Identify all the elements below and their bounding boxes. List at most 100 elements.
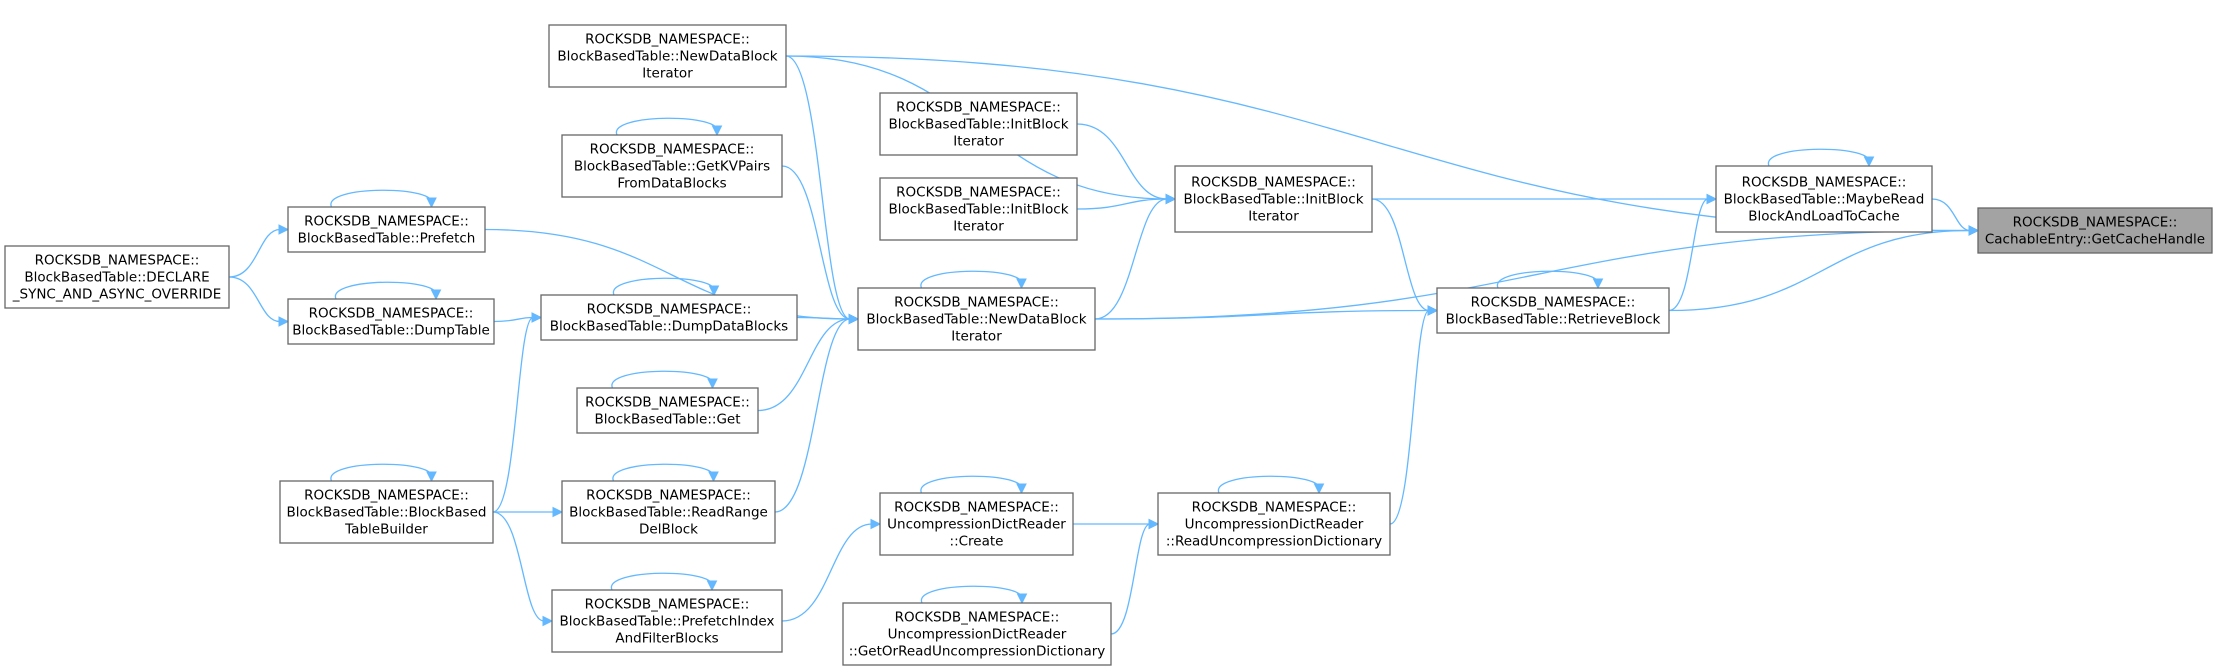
node-label-line: BlockBasedTable::InitBlock xyxy=(888,202,1068,218)
node-label-line: ROCKSDB_NAMESPACE:: xyxy=(894,500,1059,516)
node-new-data-block-iterator-top[interactable]: ROCKSDB_NAMESPACE::BlockBasedTable::NewD… xyxy=(548,24,787,88)
node-label-line: BlockBasedTable::RetrieveBlock xyxy=(1446,312,1661,328)
node-label-line: AndFilterBlocks xyxy=(615,631,718,647)
call-edge xyxy=(1218,475,1320,494)
node-init-block-iterator[interactable]: ROCKSDB_NAMESPACE::BlockBasedTable::Init… xyxy=(1174,165,1373,233)
node-maybe-read-block-and-load-to-cache[interactable]: ROCKSDB_NAMESPACE::BlockBasedTable::Mayb… xyxy=(1715,165,1933,233)
node-label-line: ROCKSDB_NAMESPACE:: xyxy=(585,597,750,613)
node-label-line: FromDataBlocks xyxy=(617,176,726,192)
node-box[interactable] xyxy=(842,602,1112,666)
call-edge xyxy=(1389,309,1430,525)
node-read-range-del-block[interactable]: ROCKSDB_NAMESPACE::BlockBasedTable::Read… xyxy=(561,480,776,544)
node-box[interactable] xyxy=(540,294,798,341)
arrowhead-icon xyxy=(1016,483,1027,495)
node-box[interactable] xyxy=(1157,492,1391,556)
call-edge xyxy=(1668,229,1971,312)
node-label-line: ROCKSDB_NAMESPACE:: xyxy=(586,488,751,504)
node-init-block-iterator-3[interactable]: ROCKSDB_NAMESPACE::BlockBasedTable::Init… xyxy=(879,177,1078,241)
node-retrieve-block[interactable]: ROCKSDB_NAMESPACE::BlockBasedTable::Retr… xyxy=(1436,287,1670,334)
call-edge xyxy=(781,523,873,622)
node-declare-sync-and-async-override[interactable]: ROCKSDB_NAMESPACE::BlockBasedTable::DECL… xyxy=(4,245,230,309)
node-label-line: ROCKSDB_NAMESPACE:: xyxy=(304,488,469,504)
call-edge xyxy=(1076,123,1168,200)
call-edge xyxy=(1931,198,1971,232)
node-box[interactable] xyxy=(1977,207,2213,254)
node-label-line: UncompressionDictReader xyxy=(1185,517,1364,533)
node-label-line: BlockBasedTable::InitBlock xyxy=(1183,192,1363,208)
node-box[interactable] xyxy=(287,206,486,253)
node-box[interactable] xyxy=(551,589,783,653)
node-label-line: BlockBasedTable::NewDataBlock xyxy=(866,312,1086,328)
node-label-line: ROCKSDB_NAMESPACE:: xyxy=(894,295,1059,311)
call-edge xyxy=(228,228,281,278)
call-edge xyxy=(335,281,437,300)
call-edge xyxy=(330,189,433,208)
node-box[interactable] xyxy=(561,480,776,544)
node-box[interactable] xyxy=(279,480,494,544)
node-read-uncompression-dictionary[interactable]: ROCKSDB_NAMESPACE::UncompressionDictRead… xyxy=(1157,492,1391,556)
node-box[interactable] xyxy=(1715,165,1933,233)
node-label-line: Iterator xyxy=(953,134,1004,150)
node-prefetch-index-and-filter-blocks[interactable]: ROCKSDB_NAMESPACE::BlockBasedTable::Pref… xyxy=(551,589,783,653)
node-label-line: ROCKSDB_NAMESPACE:: xyxy=(35,253,200,269)
node-block-based-table-builder[interactable]: ROCKSDB_NAMESPACE::BlockBasedTable::Bloc… xyxy=(279,480,494,544)
node-label-line: ROCKSDB_NAMESPACE:: xyxy=(1191,175,1356,191)
node-init-block-iterator-2[interactable]: ROCKSDB_NAMESPACE::BlockBasedTable::Init… xyxy=(879,92,1078,156)
node-label-line: BlockBasedTable::DECLARE xyxy=(24,270,209,286)
arrowhead-icon xyxy=(1016,593,1028,605)
node-dump-data-blocks[interactable]: ROCKSDB_NAMESPACE::BlockBasedTable::Dump… xyxy=(540,294,798,341)
arrowhead-icon xyxy=(708,285,720,297)
arrowhead-icon xyxy=(707,378,718,390)
node-label-line: CachableEntry::GetCacheHandle xyxy=(1985,232,2205,248)
node-label-line: BlockBasedTable::NewDataBlock xyxy=(557,49,777,65)
node-label-line: ROCKSDB_NAMESPACE:: xyxy=(1192,500,1357,516)
arrowhead-icon xyxy=(430,289,442,301)
node-box[interactable] xyxy=(548,24,787,88)
node-label-line: ROCKSDB_NAMESPACE:: xyxy=(309,306,474,322)
node-label-line: Iterator xyxy=(951,329,1002,345)
arrowhead-icon xyxy=(1863,156,1875,168)
call-edge xyxy=(611,572,713,591)
call-edge xyxy=(492,511,545,622)
node-new-data-block-iterator-mid[interactable]: ROCKSDB_NAMESPACE::BlockBasedTable::NewD… xyxy=(857,287,1096,351)
node-prefetch[interactable]: ROCKSDB_NAMESPACE::BlockBasedTable::Pref… xyxy=(287,206,486,253)
node-label-line: BlockBasedTable::DumpDataBlocks xyxy=(550,319,788,335)
node-get-or-read-uncompression-dictionary[interactable]: ROCKSDB_NAMESPACE::UncompressionDictRead… xyxy=(842,602,1112,666)
node-box[interactable] xyxy=(879,92,1078,156)
node-box[interactable] xyxy=(561,134,783,198)
call-edge xyxy=(228,276,281,323)
call-edge xyxy=(1076,198,1168,210)
arrowhead-icon xyxy=(1968,225,1980,236)
node-label-line: BlockBasedTable::MaybeRead xyxy=(1724,192,1925,208)
node-box[interactable] xyxy=(4,245,230,309)
node-label-line: DelBlock xyxy=(639,522,698,538)
arrowhead-icon xyxy=(278,316,290,327)
node-dump-table[interactable]: ROCKSDB_NAMESPACE::BlockBasedTable::Dump… xyxy=(287,298,495,345)
node-label-line: BlockBasedTable::GetKVPairs xyxy=(574,159,770,175)
node-box[interactable] xyxy=(1436,287,1670,334)
node-label-line: BlockAndLoadToCache xyxy=(1748,209,1899,225)
call-edge xyxy=(330,463,433,482)
node-label-line: BlockBasedTable::BlockBased xyxy=(287,505,487,521)
node-box[interactable] xyxy=(879,177,1078,241)
node-box[interactable] xyxy=(576,387,759,434)
node-box[interactable] xyxy=(857,287,1096,351)
call-edge xyxy=(781,165,851,320)
node-label-line: ROCKSDB_NAMESPACE:: xyxy=(587,302,752,318)
node-box[interactable] xyxy=(879,492,1074,556)
node-label-line: ROCKSDB_NAMESPACE:: xyxy=(1471,295,1636,311)
node-cachable-entry-get-cache-handle[interactable]: ROCKSDB_NAMESPACE::CachableEntry::GetCac… xyxy=(1977,207,2213,254)
arrowhead-icon xyxy=(426,471,437,483)
node-label-line: Iterator xyxy=(1248,209,1299,225)
call-edge xyxy=(1110,523,1151,635)
arrowhead-icon xyxy=(1706,193,1718,205)
node-get-kv-pairs-from-data-blocks[interactable]: ROCKSDB_NAMESPACE::BlockBasedTable::GetK… xyxy=(561,134,783,198)
node-label-line: BlockBasedTable::Prefetch xyxy=(298,231,476,247)
node-uncompression-dict-reader-create[interactable]: ROCKSDB_NAMESPACE::UncompressionDictRead… xyxy=(879,492,1074,556)
call-edge xyxy=(774,318,851,513)
node-box[interactable] xyxy=(1174,165,1373,233)
node-get[interactable]: ROCKSDB_NAMESPACE::BlockBasedTable::Get xyxy=(576,387,759,434)
node-box[interactable] xyxy=(287,298,495,345)
call-edge xyxy=(493,316,534,323)
